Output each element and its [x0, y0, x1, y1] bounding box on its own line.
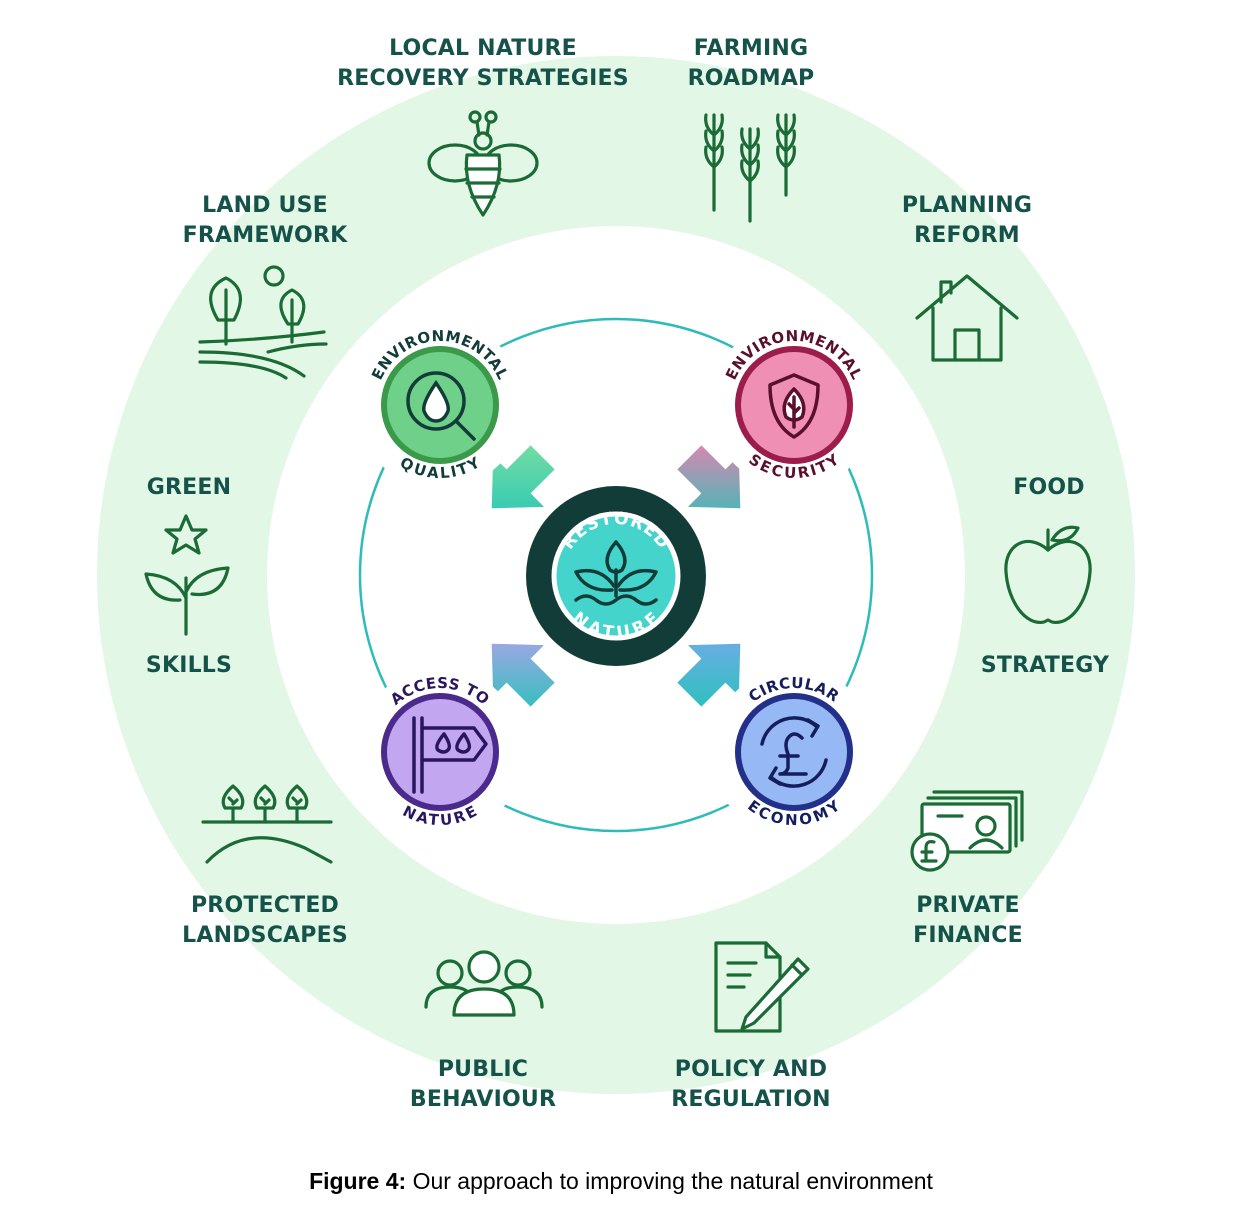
label-green: GREEN: [147, 473, 231, 503]
arrow-access: [491, 643, 555, 707]
badge-environmental-quality: ENVIRONMENTAL QUALITY: [356, 321, 524, 489]
label-line: PRIVATE: [916, 893, 1020, 918]
signpost-icon: [412, 716, 488, 794]
label-protected-landscapes: PROTECTED LANDSCAPES: [182, 891, 348, 951]
label-land-use-framework: LAND USE FRAMEWORK: [183, 191, 348, 251]
figure-caption: Figure 4: Our approach to improving the …: [0, 1168, 1242, 1195]
label-line: FRAMEWORK: [182, 223, 348, 248]
label-policy-regulation: POLICY AND REGULATION: [671, 1055, 831, 1115]
sprout-star-icon: [144, 514, 230, 636]
arrow-quality: [491, 445, 555, 509]
label-planning-reform: PLANNING REFORM: [902, 191, 1032, 251]
badge-access-to-nature: ACCESS TO NATURE: [356, 668, 524, 836]
outer-ring: [97, 56, 1135, 1094]
arrow-circular: [677, 643, 741, 707]
label-line: SKILLS: [145, 653, 233, 678]
shield-leaf-icon: [768, 373, 820, 439]
bee-icon: [427, 110, 539, 217]
document-pen-icon: [714, 941, 810, 1033]
trees-fields-icon: [198, 265, 328, 380]
label-line: POLICY AND: [674, 1057, 828, 1082]
label-line: LANDSCAPES: [182, 923, 348, 948]
center-restored-nature: RESTORED NATURE: [526, 486, 706, 666]
label-line: LAND USE: [202, 193, 328, 218]
banknote-icon: [910, 790, 1024, 872]
seedling-icon: [574, 540, 658, 606]
badge-environmental-security: ENVIRONMENTAL SECURITY: [710, 321, 878, 489]
hills-trees-icon: [201, 784, 333, 864]
label-farming-roadmap: FARMING ROADMAP: [688, 34, 815, 94]
water-drop-magnifier-icon: [406, 371, 476, 441]
label-line: LOCAL NATURE: [389, 36, 577, 61]
house-icon: [915, 274, 1019, 362]
label-line: ROADMAP: [687, 66, 815, 91]
label-line: GREEN: [146, 475, 232, 500]
inner-circle: [358, 317, 874, 833]
label-line: RECOVERY STRATEGIES: [337, 66, 629, 91]
label-line: FINANCE: [913, 923, 1023, 948]
pound-cycle-icon: [760, 716, 828, 788]
label-line: BEHAVIOUR: [409, 1087, 557, 1112]
label-line: FOOD: [1013, 475, 1085, 500]
label-line: REGULATION: [671, 1087, 831, 1112]
label-line: PUBLIC: [437, 1057, 529, 1082]
label-line: PLANNING: [901, 193, 1033, 218]
caption-number: Figure 4:: [309, 1168, 407, 1194]
label-line: STRATEGY: [980, 653, 1110, 678]
badge-circular-economy: CIRCULAR ECONOMY: [710, 668, 878, 836]
apple-icon: [1004, 525, 1092, 624]
label-local-nature-recovery: LOCAL NATURE RECOVERY STRATEGIES: [337, 34, 629, 94]
label-private-finance: PRIVATE FINANCE: [913, 891, 1023, 951]
caption-text: Our approach to improving the natural en…: [406, 1168, 933, 1194]
label-public-behaviour: PUBLIC BEHAVIOUR: [410, 1055, 556, 1115]
label-food: FOOD: [1013, 473, 1085, 503]
wheat-icon: [704, 113, 796, 223]
label-line: PROTECTED: [190, 893, 340, 918]
label-strategy: STRATEGY: [981, 651, 1109, 681]
people-icon: [424, 950, 544, 1017]
label-line: REFORM: [914, 223, 1020, 248]
arrow-security: [677, 445, 741, 509]
label-skills: SKILLS: [146, 651, 232, 681]
label-line: FARMING: [693, 36, 809, 61]
